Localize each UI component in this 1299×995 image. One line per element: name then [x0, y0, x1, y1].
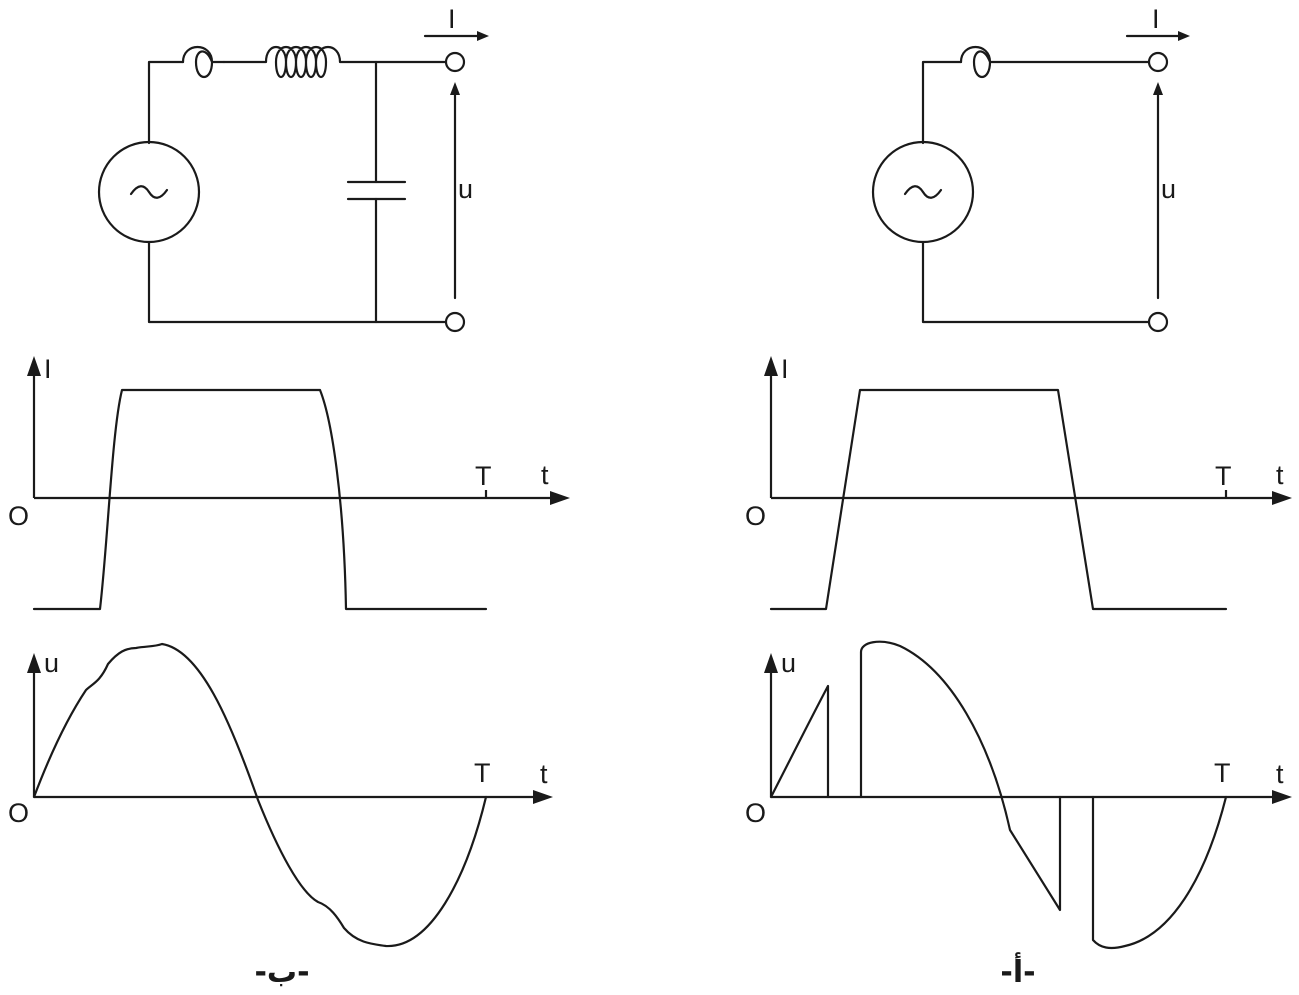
- voltage-graph-a: u t O T: [745, 640, 1292, 950]
- x-label-current-b: t: [541, 460, 549, 490]
- y-axis-voltage-a-arrowhead: [764, 653, 778, 673]
- caption-a: -أ-: [1000, 952, 1035, 990]
- inductor-large-b: [222, 45, 447, 79]
- period-label-voltage-b: T: [474, 758, 491, 788]
- x-label-current-a: t: [1276, 460, 1284, 490]
- circuit-a-wire-bottom: [921, 240, 1150, 324]
- period-label-voltage-a: T: [1214, 758, 1231, 788]
- current-arrowhead-b: [477, 31, 489, 41]
- voltage-arrowhead-a: [1153, 82, 1163, 95]
- current-waveform-b: [32, 388, 488, 611]
- origin-label-voltage-b: O: [8, 798, 29, 828]
- period-label-current-b: T: [475, 461, 492, 491]
- terminal-a-top: [1147, 51, 1169, 73]
- origin-label-voltage-a: O: [745, 798, 766, 828]
- y-label-current-b: I: [44, 354, 52, 384]
- inductor-small-b: [181, 46, 226, 79]
- x-label-voltage-b: t: [540, 759, 548, 789]
- x-label-voltage-a: t: [1276, 759, 1284, 789]
- inductor-small-a: [959, 46, 1150, 79]
- caption-b: -ب-: [254, 955, 309, 990]
- terminal-b-top: [444, 51, 466, 73]
- current-label-a: I: [1152, 4, 1160, 34]
- circuit-b-wire-top: [147, 60, 185, 145]
- circuit-a-wire-top: [921, 60, 963, 145]
- terminal-b-bottom: [444, 311, 466, 333]
- x-axis-voltage-a-arrowhead: [1272, 790, 1292, 804]
- x-axis-voltage-b-arrowhead: [533, 790, 553, 804]
- current-label-b: I: [448, 4, 456, 34]
- current-graph-a: I t O T: [745, 354, 1292, 611]
- current-arrowhead-a: [1178, 31, 1190, 41]
- voltage-arrowhead-b: [450, 82, 460, 95]
- x-axis-current-b-arrowhead: [550, 491, 570, 505]
- terminal-a-bottom: [1147, 311, 1169, 333]
- y-label-current-a: I: [781, 354, 789, 384]
- y-axis-voltage-b-arrowhead: [27, 653, 41, 673]
- y-axis-current-b-arrowhead: [27, 356, 41, 376]
- circuit-b: I u: [97, 4, 489, 333]
- current-graph-b: I t O T: [8, 354, 570, 611]
- voltage-waveform-a: [769, 640, 1228, 950]
- voltage-waveform-b: [32, 642, 488, 948]
- current-waveform-a: [769, 388, 1228, 611]
- origin-label-current-b: O: [8, 501, 29, 531]
- y-label-voltage-b: u: [44, 648, 59, 678]
- y-axis-current-a-arrowhead: [764, 356, 778, 376]
- x-axis-current-a-arrowhead: [1272, 491, 1292, 505]
- period-label-current-a: T: [1215, 461, 1232, 491]
- voltage-graph-b: u t O T: [8, 642, 553, 948]
- ac-source-symbol-b: [129, 185, 169, 199]
- y-label-voltage-a: u: [781, 648, 796, 678]
- origin-label-current-a: O: [745, 501, 766, 531]
- circuit-a: I u: [871, 4, 1190, 333]
- ac-source-symbol-a: [903, 185, 943, 199]
- circuit-b-wire-bottom: [147, 240, 447, 324]
- voltage-label-a: u: [1161, 174, 1176, 204]
- voltage-label-b: u: [458, 174, 473, 204]
